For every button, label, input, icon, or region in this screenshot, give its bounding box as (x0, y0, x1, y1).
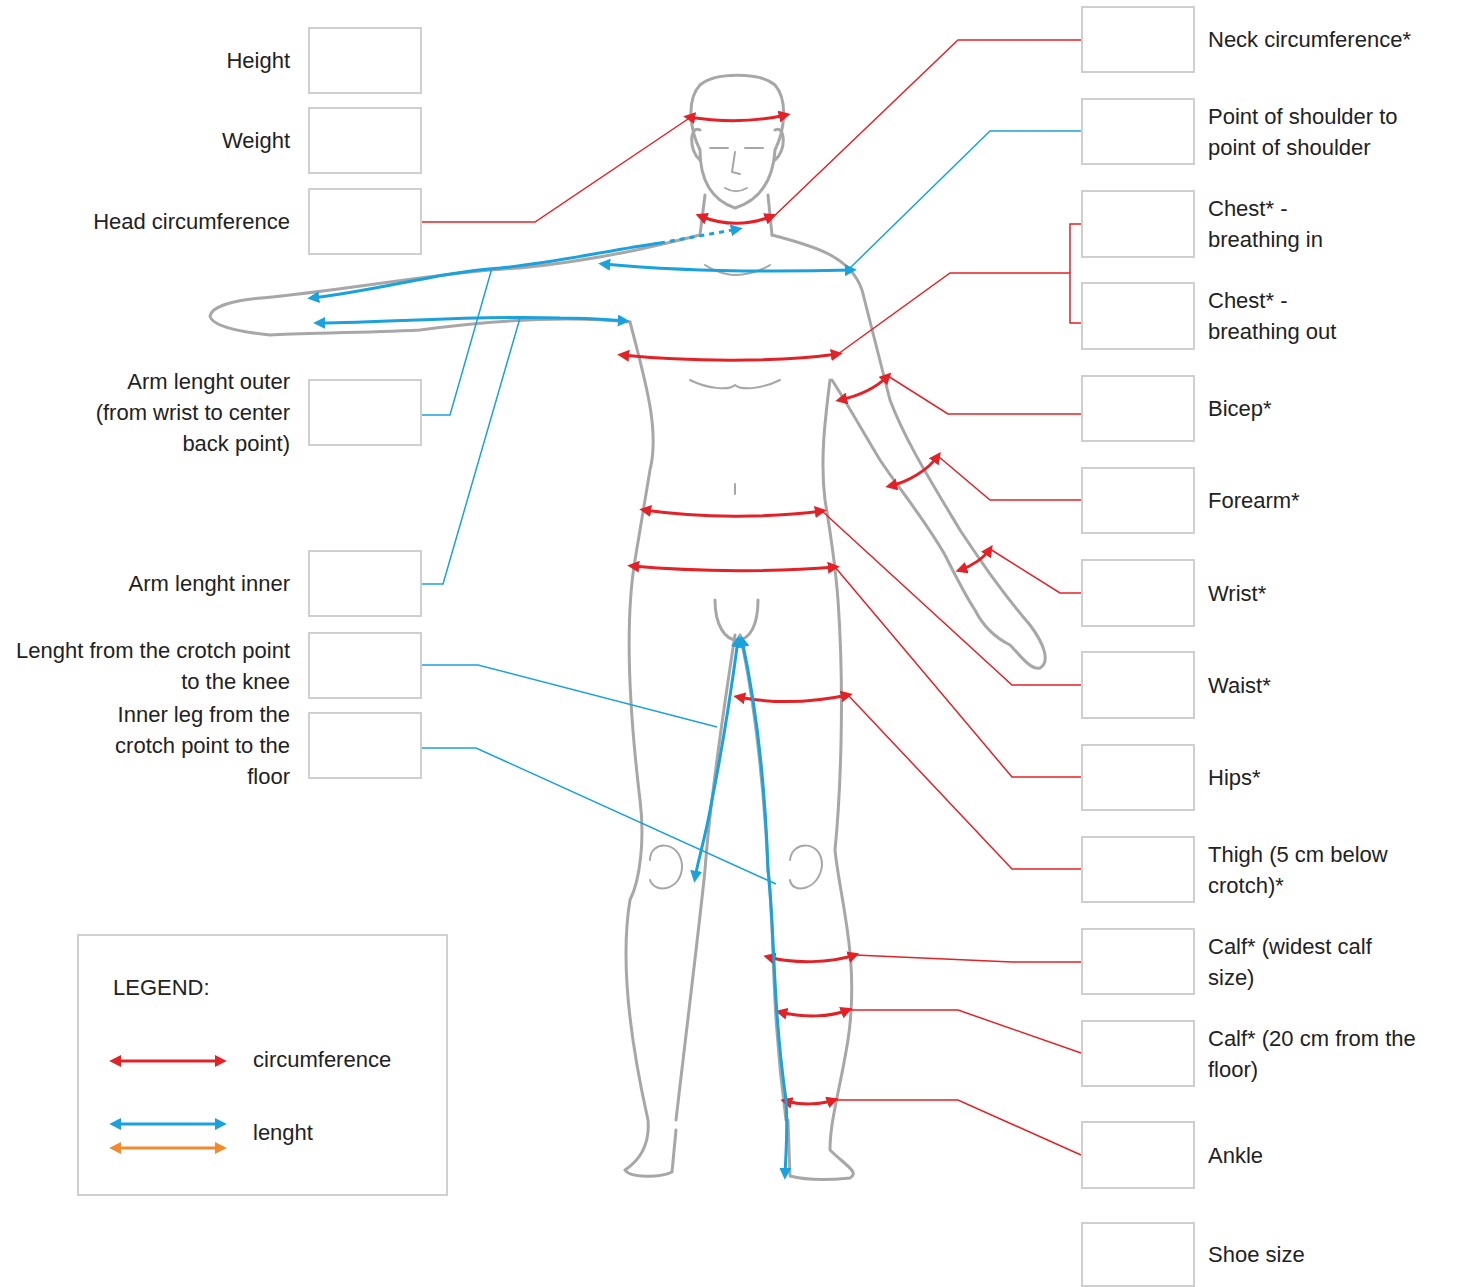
measure-field: Waist* (1081, 651, 1454, 719)
input-box (308, 188, 422, 255)
input-box (1081, 1121, 1195, 1189)
input-box (1081, 467, 1195, 534)
legend-sample (114, 1147, 222, 1150)
field-label: Chest* -breathing out (1208, 285, 1368, 347)
legend-heading: LEGEND: (113, 975, 210, 1001)
field-label: Lenght from the crotch point to the knee (5, 635, 290, 697)
measure-field: Neck circumference* (1081, 6, 1454, 73)
field-label: Thigh (5 cm below crotch)* (1208, 839, 1448, 901)
input-box (1081, 282, 1195, 350)
input-box (1081, 651, 1195, 719)
leader-lines-blue (422, 131, 1081, 884)
measure-field: Shoe size (1081, 1222, 1454, 1287)
measure-field: Lenght from the crotch point to the knee (5, 632, 422, 699)
field-label: Chest* -breathing in (1208, 193, 1348, 255)
input-box (1081, 1222, 1195, 1287)
measure-field: Arm lenght inner (40, 550, 422, 617)
input-box (308, 107, 422, 174)
input-box (1081, 1020, 1195, 1087)
field-label: Arm lenght outer (from wrist to center b… (90, 366, 290, 459)
field-label: Shoe size (1208, 1239, 1454, 1270)
measure-field: Point of shoulder to point of shoulder (1081, 98, 1448, 165)
measure-field: Wrist* (1081, 559, 1454, 627)
measure-field: Calf* (widest calf size) (1081, 928, 1408, 995)
measure-field: Height (40, 27, 422, 94)
field-label: Height (40, 45, 290, 76)
input-box (1081, 559, 1195, 627)
measure-field: Inner leg from the crotch point to the f… (100, 699, 422, 792)
legend-text: circumference (253, 1047, 391, 1073)
measure-field: Ankle (1081, 1121, 1454, 1189)
field-label: Calf* (20 cm from the floor) (1208, 1023, 1454, 1085)
circumference-arrows (622, 115, 990, 1104)
field-label: Weight (40, 125, 290, 156)
legend-frame (78, 935, 447, 1195)
field-label: Wrist* (1208, 578, 1454, 609)
measure-field: Chest* -breathing out (1081, 282, 1368, 350)
input-box (308, 379, 422, 446)
field-label: Waist* (1208, 670, 1454, 701)
measure-field: Arm lenght outer (from wrist to center b… (90, 366, 422, 459)
measure-field: Calf* (20 cm from the floor) (1081, 1020, 1454, 1087)
field-label: Hips* (1208, 762, 1454, 793)
field-label: Head circumference (40, 206, 290, 237)
input-box (308, 712, 422, 779)
field-label: Ankle (1208, 1140, 1454, 1171)
legend-text: lenght (253, 1120, 313, 1146)
measure-field: Head circumference (40, 188, 422, 255)
input-box (1081, 928, 1195, 995)
field-label: Calf* (widest calf size) (1208, 931, 1408, 993)
field-label: Neck circumference* (1208, 24, 1454, 55)
field-label: Bicep* (1208, 393, 1454, 424)
measure-field: Forearm* (1081, 467, 1454, 534)
input-box (308, 632, 422, 699)
field-label: Inner leg from the crotch point to the f… (100, 699, 290, 792)
input-box (1081, 375, 1195, 442)
field-label: Point of shoulder to point of shoulder (1208, 101, 1448, 163)
input-box (308, 550, 422, 617)
measure-field: Chest* -breathing in (1081, 190, 1348, 258)
measure-field: Weight (40, 107, 422, 174)
input-box (1081, 744, 1195, 811)
legend-sample (114, 1060, 222, 1063)
input-box (1081, 6, 1195, 73)
field-label: Arm lenght inner (40, 568, 290, 599)
leader-lines-red (422, 40, 1081, 1155)
measure-field: Hips* (1081, 744, 1454, 811)
input-box (308, 27, 422, 94)
field-label: Forearm* (1208, 485, 1454, 516)
measure-field: Thigh (5 cm below crotch)* (1081, 836, 1448, 903)
input-box (1081, 836, 1195, 903)
input-box (1081, 190, 1195, 258)
input-box (1081, 98, 1195, 165)
legend-sample (114, 1123, 222, 1126)
measure-field: Bicep* (1081, 375, 1454, 442)
